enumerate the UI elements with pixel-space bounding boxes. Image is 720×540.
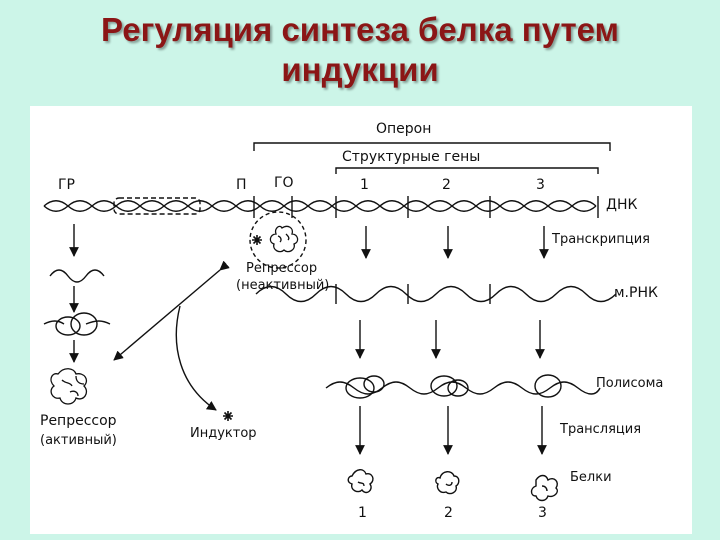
label-gene-3: 3: [536, 177, 545, 193]
regulator-ribosome: [43, 320, 111, 325]
protein-2-blob: [435, 471, 460, 495]
operon-bracket: [253, 142, 611, 151]
label-p: П: [236, 177, 247, 193]
diagram-panel: Оперон Структурные гены ГР П ГО 1 2 3 ДН…: [30, 106, 692, 534]
label-gene-2: 2: [442, 177, 451, 193]
label-repressor-inactive: Репрессор: [246, 261, 318, 276]
label-polysome: Полисома: [596, 376, 664, 391]
operator-repressor-circle: [249, 211, 307, 269]
label-protein-2: 2: [444, 505, 453, 521]
regulator-mrna-wave: [49, 269, 105, 283]
label-inducer: Индуктор: [190, 426, 257, 441]
label-proteins: Белки: [570, 470, 612, 485]
structural-genes-bracket: [335, 167, 599, 174]
polysome-wave: [325, 381, 601, 395]
dna-strand-a: [43, 200, 597, 212]
label-gr: ГР: [58, 177, 75, 193]
arrow-repressor-exchange: [113, 260, 230, 361]
label-protein-1: 1: [358, 505, 367, 521]
label-operon: Оперон: [376, 121, 432, 137]
protein-3-blob: [530, 474, 558, 502]
label-go: ГО: [274, 175, 294, 191]
label-repressor-active: Репрессор: [40, 413, 117, 429]
protein-1-blob: [347, 469, 374, 494]
title-line-1: Регуляция синтеза белка путем: [101, 11, 619, 48]
label-active-note: (активный): [40, 433, 117, 448]
label-transcription: Транскрипция: [552, 232, 650, 247]
operon-mrna-wave: [255, 285, 617, 303]
label-inactive-note: (неактивный): [236, 278, 330, 293]
label-mrna: м.РНК: [614, 285, 658, 301]
label-structural-genes: Структурные гены: [342, 149, 481, 165]
dna-strand-b: [43, 200, 597, 212]
inducer-asterisks: [223, 235, 262, 421]
repressor-active-blob: [50, 368, 88, 405]
arrow-to-inducer: [175, 305, 217, 411]
title-line-2: индукции: [281, 51, 439, 88]
label-protein-3: 3: [538, 505, 547, 521]
label-dna: ДНК: [606, 197, 638, 213]
label-translation: Трансляция: [560, 422, 642, 437]
repressor-bound-blob: [269, 225, 299, 253]
label-gene-1: 1: [360, 177, 369, 193]
diagram-graphics: [43, 142, 617, 502]
slide-title: Регуляция синтеза белка путем индукции: [0, 10, 720, 90]
